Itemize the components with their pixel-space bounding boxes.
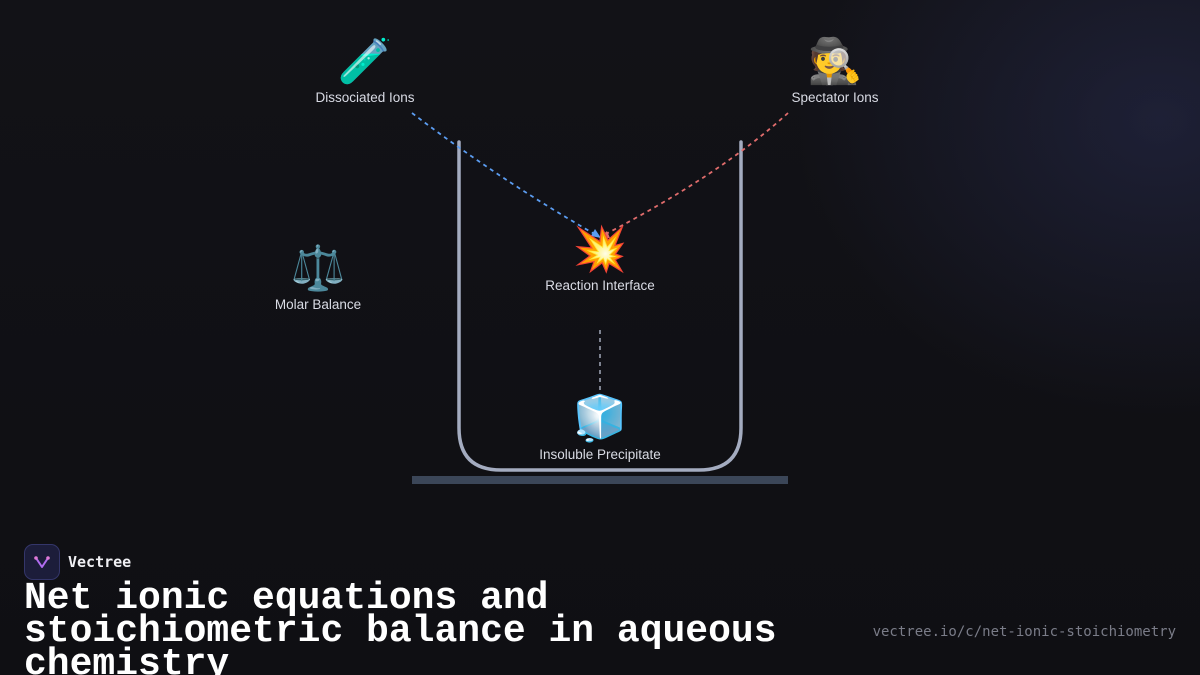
arrow-head-blue (591, 229, 601, 238)
node-molar-balance: ⚖️ Molar Balance (275, 243, 361, 312)
detective-icon: 🕵️ (807, 37, 863, 86)
node-insoluble-precipitate: 🧊 Insoluble Precipitate (539, 393, 661, 462)
page-title: Net ionic equations and stoichiometric b… (24, 577, 777, 675)
brand[interactable]: Vectree (24, 544, 131, 580)
node-label: Molar Balance (274, 297, 362, 312)
ice-cube-icon: 🧊 (572, 394, 628, 443)
source-url[interactable]: vectree.io/c/net-ionic-stoichiometry (872, 624, 1176, 640)
link-spectator-to-reaction (601, 112, 789, 237)
node-dissociated-ions: 🧪 Dissociated Ions (315, 36, 414, 105)
node-label: Reaction Interface (545, 278, 655, 293)
balance-scale-icon: ⚖️ (290, 244, 346, 293)
brand-name: Vectree (68, 553, 132, 571)
vectree-logo-icon (24, 544, 60, 580)
beaker-base (412, 476, 788, 484)
link-dissociated-to-reaction (411, 112, 599, 237)
node-spectator-ions: 🕵️ Spectator Ions (791, 36, 878, 105)
beaker-outline (457, 140, 743, 472)
node-reaction-interface: 💥 Reaction Interface (545, 224, 655, 293)
arrow-head-red (599, 231, 610, 238)
node-label: Insoluble Precipitate (539, 447, 661, 462)
node-label: Dissociated Ions (315, 90, 415, 105)
collision-icon: 💥 (572, 225, 628, 274)
node-label: Spectator Ions (791, 90, 879, 105)
test-tube-icon: 🧪 (337, 37, 393, 86)
